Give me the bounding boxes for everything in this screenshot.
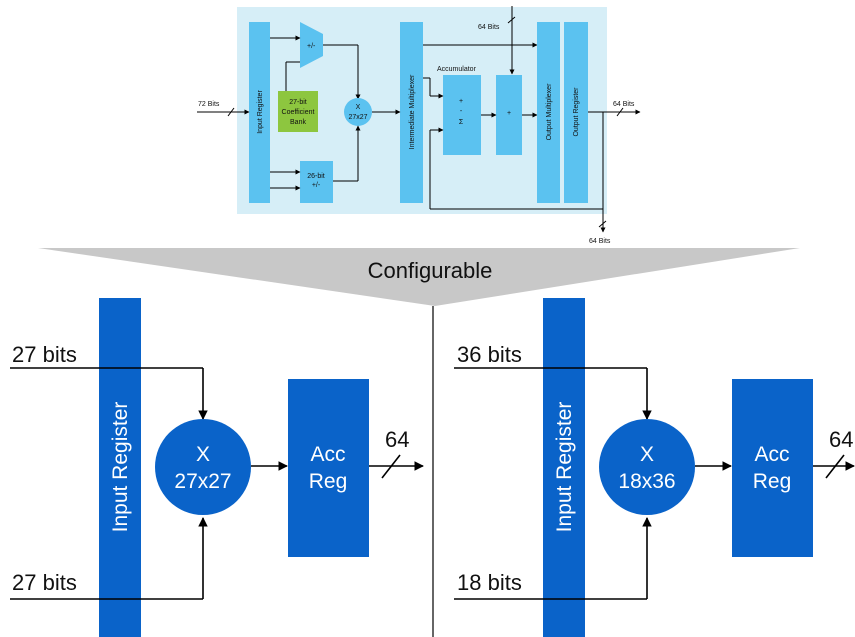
top-adder-plus: + <box>507 110 511 117</box>
left-mult-line1: X <box>196 443 210 466</box>
left-mult-line2: 27x27 <box>174 470 231 493</box>
top-mult-line1: X <box>356 104 361 111</box>
top-26bit-line2: +/- <box>312 182 321 189</box>
top-coef-line1: 27-bit <box>289 99 307 106</box>
top-bottom-bits: 64 Bits <box>589 238 611 245</box>
top-output-register <box>564 22 588 203</box>
top-output-register-label: Output Register <box>573 87 580 137</box>
top-preadder <box>300 22 323 68</box>
top-26bit-line1: 26-bit <box>307 173 325 180</box>
right-in-bottom: 18 bits <box>457 570 522 595</box>
top-intermediate-mux <box>400 22 423 203</box>
top-accumulator <box>443 75 481 155</box>
top-multiplier <box>344 98 372 126</box>
top-mult-line2: 27x27 <box>348 114 367 121</box>
right-input-register <box>543 298 585 637</box>
right-in-top: 36 bits <box>457 342 522 367</box>
top-adder <box>496 75 522 155</box>
right-out-bits: 64 <box>829 427 853 452</box>
top-input-bits: 72 Bits <box>198 101 220 108</box>
top-intermediate-mux-label: Intermediate Multiplexer <box>409 74 416 149</box>
left-acc-line1: Acc <box>310 443 345 466</box>
left-multiplier <box>155 419 251 515</box>
right-acc-line2: Reg <box>753 470 792 493</box>
top-output-mux <box>537 22 560 203</box>
configurable-label: Configurable <box>368 258 493 283</box>
top-input-register <box>249 22 270 203</box>
top-26bit-adder <box>300 161 333 203</box>
configurable-funnel <box>38 248 800 306</box>
top-output-mux-label: Output Multiplexer <box>546 83 553 140</box>
right-acc-line1: Acc <box>754 443 789 466</box>
top-input-register-label: Input Register <box>257 90 264 134</box>
left-acc-reg <box>288 379 369 557</box>
top-coef-line3: Bank <box>290 119 306 126</box>
top-acc-sigma: Σ <box>459 119 464 126</box>
top-coefficient-bank <box>278 91 318 132</box>
top-accumulator-title: Accumulator <box>437 66 477 73</box>
left-in-top: 27 bits <box>12 342 77 367</box>
top-coef-line2: Coefficient <box>282 109 315 116</box>
top-acc-plus: + <box>459 98 463 105</box>
top-preadder-label: +/- <box>307 43 316 50</box>
left-in-bottom: 27 bits <box>12 570 77 595</box>
left-out-bits: 64 <box>385 427 409 452</box>
top-acc-minus: - <box>460 108 463 115</box>
top-top-bits: 64 Bits <box>478 24 500 31</box>
right-acc-reg <box>732 379 813 557</box>
left-input-register-label: Input Register <box>109 402 132 533</box>
right-mult-line1: X <box>640 443 654 466</box>
top-output-bits: 64 Bits <box>613 101 635 108</box>
right-multiplier <box>599 419 695 515</box>
right-input-register-label: Input Register <box>553 402 576 533</box>
left-acc-line2: Reg <box>309 470 348 493</box>
top-input-slash <box>227 107 235 117</box>
left-input-register <box>99 298 141 637</box>
right-mult-line2: 18x36 <box>618 470 675 493</box>
